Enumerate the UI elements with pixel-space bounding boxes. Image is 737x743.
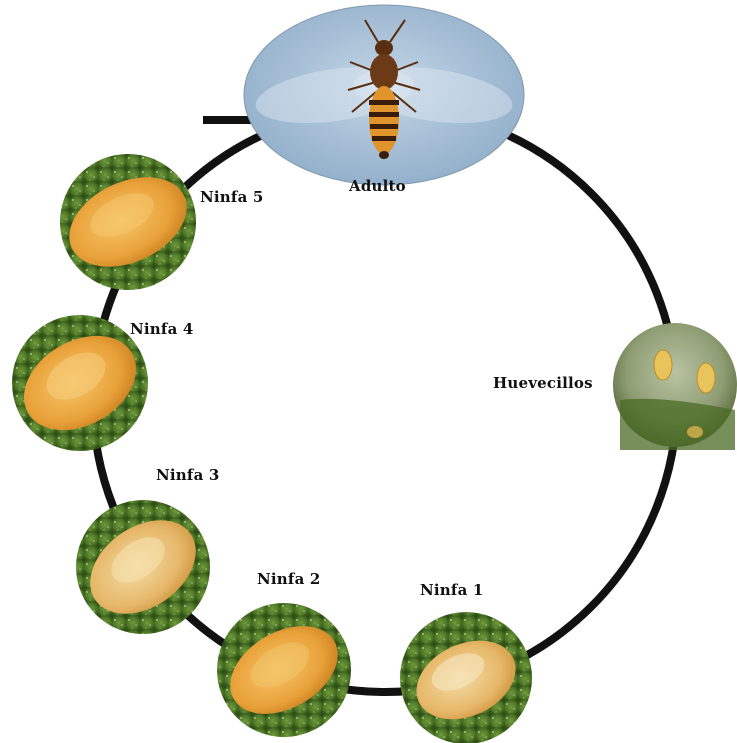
stage-huevecillos-image [613, 323, 737, 450]
label-ninfa2: Ninfa 2 [257, 570, 321, 588]
label-huevecillos: Huevecillos [493, 374, 593, 392]
label-ninfa3: Ninfa 3 [156, 466, 220, 484]
stage-ninfa5-image [55, 154, 201, 290]
stage-ninfa3-image [73, 500, 214, 634]
label-ninfa5: Ninfa 5 [200, 188, 264, 206]
label-ninfa4: Ninfa 4 [130, 320, 194, 338]
stage-adulto-image [244, 5, 524, 185]
label-ninfa1: Ninfa 1 [420, 581, 484, 599]
stage-ninfa2-image [215, 603, 353, 737]
stage-ninfa1-image [400, 612, 532, 743]
label-adulto: Adulto [349, 177, 406, 195]
